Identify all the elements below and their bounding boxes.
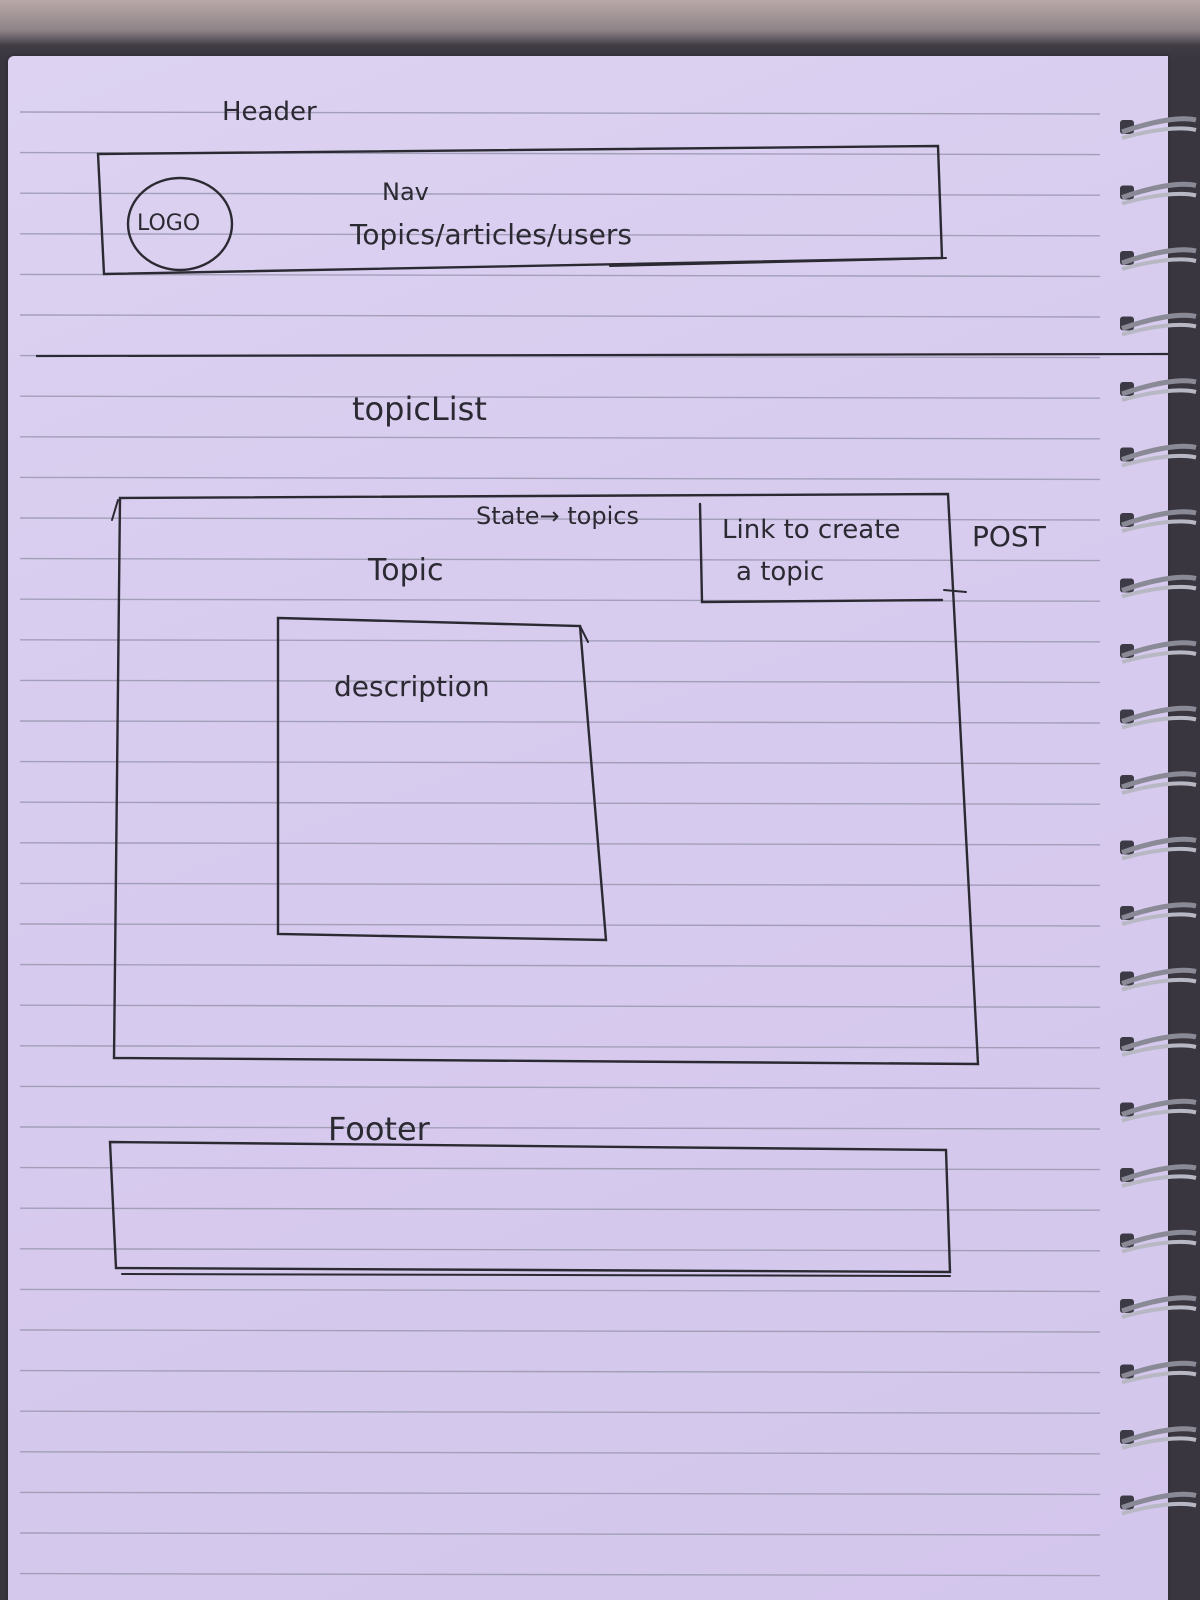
ruled-line	[19, 1329, 1101, 1333]
ruled-line	[19, 395, 1101, 399]
spiral-ring	[1120, 1295, 1197, 1319]
ruled-line	[19, 476, 1101, 481]
ruled-line	[19, 1126, 1101, 1130]
ruled-line	[19, 842, 1101, 846]
ruled-line	[19, 557, 1101, 562]
ruled-line	[19, 1572, 1101, 1577]
spiral-ring	[1120, 574, 1197, 599]
spiral-ring	[1120, 116, 1197, 140]
header-box	[96, 144, 947, 276]
state-note: State→ topics	[476, 502, 639, 530]
topic-label: Topic	[367, 553, 443, 588]
spiral-ring	[1120, 1360, 1197, 1385]
spiral-ring	[1120, 902, 1197, 926]
ruled-line	[19, 1166, 1101, 1171]
spiral-ring	[1120, 1426, 1197, 1450]
ruled-line	[19, 720, 1101, 724]
spiral-binding	[1120, 116, 1197, 1516]
logo-circle	[126, 176, 234, 272]
topic-list-caption: topicList	[352, 390, 487, 428]
notebook-page	[8, 56, 1168, 1600]
spiral-ring	[1120, 378, 1197, 402]
ruled-line	[19, 436, 1101, 440]
header-caption: Header	[222, 97, 317, 127]
nav-title: Nav	[382, 178, 429, 206]
spiral-ring	[1120, 836, 1197, 861]
ruled-line	[19, 1248, 1101, 1252]
ruled-line	[19, 233, 1101, 237]
ruled-line	[19, 1085, 1101, 1090]
create-topic-link-line2[interactable]: a topic	[736, 557, 824, 587]
ruled-line	[19, 1045, 1101, 1049]
spiral-ring	[1120, 509, 1197, 533]
topic-list-box	[111, 492, 980, 1066]
spiral-ring	[1120, 1491, 1197, 1516]
topic-description-box	[276, 616, 608, 942]
section-divider	[35, 352, 1169, 358]
ruled-line	[19, 882, 1101, 887]
spiral-ring	[1120, 967, 1197, 992]
logo-label: LOGO	[137, 211, 200, 236]
create-topic-link-box	[698, 502, 967, 604]
spiral-ring	[1120, 443, 1197, 468]
ruled-line	[19, 192, 1101, 196]
description-label: description	[334, 670, 490, 703]
footer-box	[108, 1140, 952, 1277]
ruled-line	[19, 1451, 1101, 1455]
ruled-line	[19, 273, 1101, 278]
spiral-ring	[1120, 1229, 1197, 1254]
ruled-line	[19, 760, 1101, 765]
ruled-line	[19, 314, 1101, 318]
ruled-line	[19, 1410, 1101, 1414]
spiral-ring	[1120, 705, 1197, 730]
spiral-ring	[1120, 181, 1197, 206]
ruled-line	[19, 1207, 1101, 1211]
ruled-line	[19, 1491, 1101, 1496]
ruled-line	[19, 1288, 1101, 1293]
create-topic-link-line1[interactable]: Link to create	[722, 515, 900, 545]
spiral-ring	[1120, 247, 1197, 271]
ruled-lines	[19, 111, 1101, 1577]
spiral-ring	[1120, 640, 1197, 664]
spiral-ring	[1120, 1098, 1197, 1123]
spiral-ring	[1120, 1033, 1197, 1057]
ruled-line	[19, 517, 1101, 521]
spiral-ring	[1120, 1164, 1197, 1188]
ruled-line	[19, 1532, 1101, 1536]
ruled-line	[19, 679, 1101, 684]
spiral-ring	[1120, 771, 1197, 795]
ruled-line	[19, 1004, 1101, 1008]
post-method-note: POST	[972, 520, 1047, 553]
ruled-line	[19, 963, 1101, 968]
footer-caption: Footer	[328, 1110, 431, 1148]
ruled-line	[19, 801, 1101, 805]
ruled-line	[19, 1369, 1101, 1374]
ruled-line	[19, 639, 1101, 643]
ruled-line	[19, 111, 1101, 115]
spiral-ring	[1120, 312, 1197, 337]
ruled-line	[19, 923, 1101, 927]
nav-links: Topics/articles/users	[349, 218, 632, 251]
